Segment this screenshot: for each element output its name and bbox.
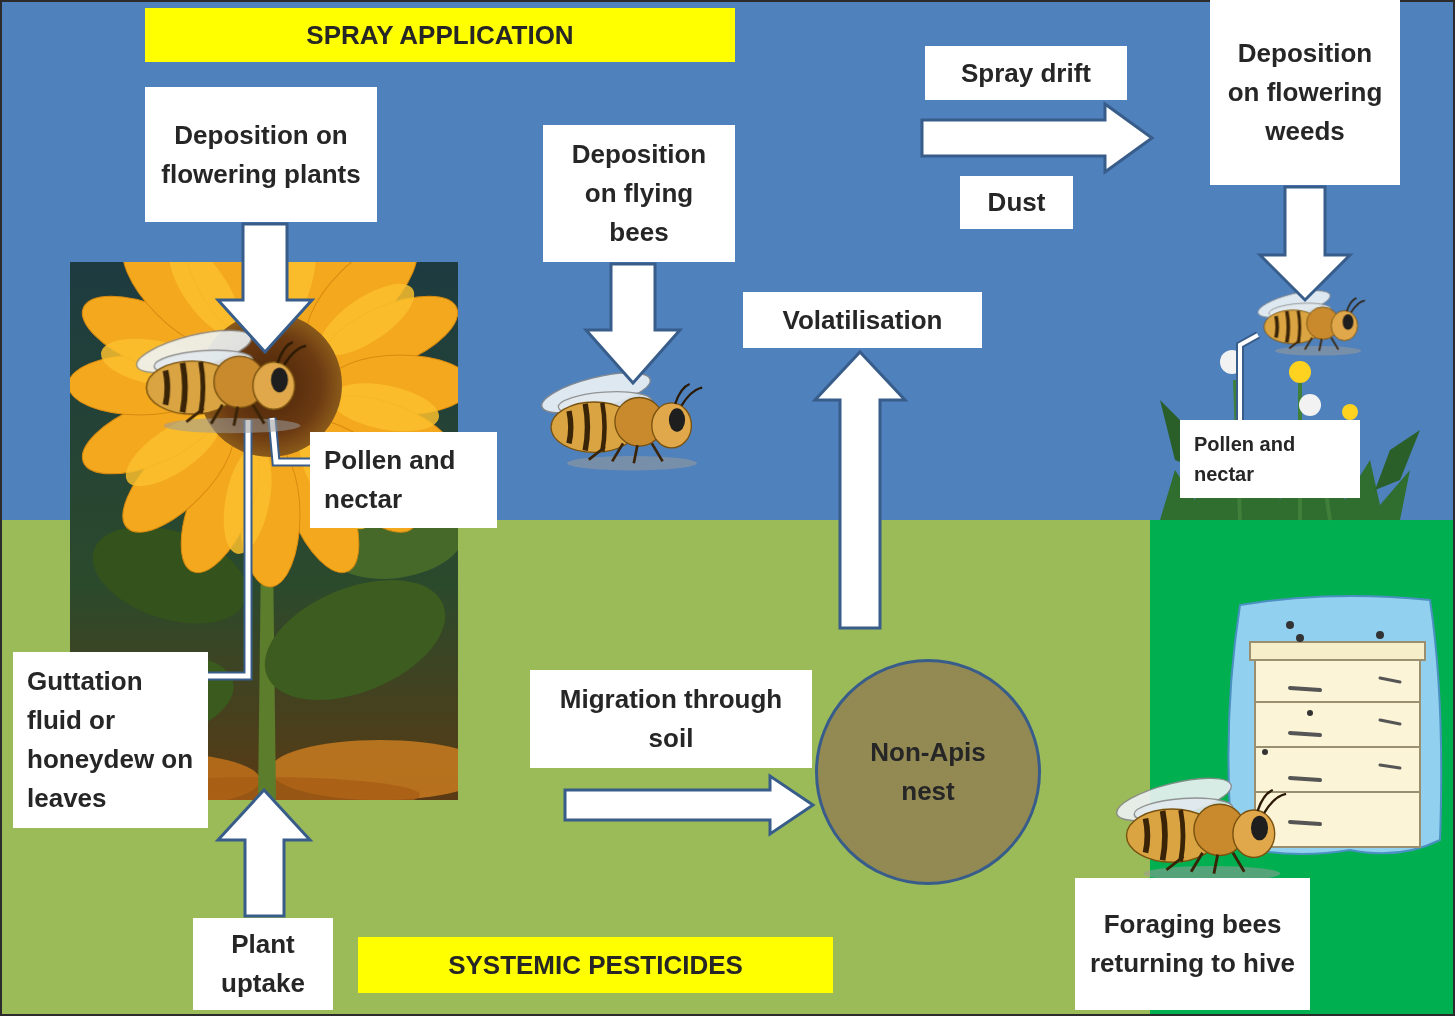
node-text: Spray drift [939, 54, 1113, 93]
block-arrows [218, 104, 1350, 916]
node-text: Deposition on flowering plants [159, 116, 363, 194]
pathway-box: Pollen and nectar [310, 432, 497, 528]
node-text: Migration through soil [544, 680, 798, 758]
pathway-box: Deposition on flowering weeds [1210, 0, 1400, 185]
node-text: SYSTEMIC PESTICIDES [372, 946, 819, 985]
pathway-box: Migration through soil [530, 670, 812, 768]
pathway-box: Dust [960, 176, 1073, 229]
bee-figure [1113, 770, 1286, 882]
node-text: Pollen and nectar [1194, 429, 1346, 489]
pathway-box: Foraging bees returning to hive [1075, 878, 1310, 1010]
pathway-box: Deposition on flying bees [543, 125, 735, 262]
pathway-box: Volatilisation [743, 292, 982, 348]
leader-lines [208, 335, 1258, 676]
node-text: Plant uptake [207, 925, 319, 1003]
node-text: Deposition on flowering weeds [1224, 34, 1386, 151]
pathway-box: Guttation fluid or honeydew on leaves [13, 652, 208, 828]
pathway-box: Plant uptake [193, 918, 333, 1010]
node-text: Pollen and nectar [324, 441, 483, 519]
node-text: Deposition on flying bees [557, 135, 721, 252]
pathway-box: Deposition on flowering plants [145, 87, 377, 222]
node-text: Dust [974, 183, 1059, 222]
bee-figure [538, 365, 702, 471]
weed-plant [1160, 350, 1420, 520]
node-text: Volatilisation [757, 301, 968, 340]
bee-figure [133, 322, 306, 434]
section-label: SYSTEMIC PESTICIDES [358, 937, 833, 993]
pathway-box: Pollen and nectar [1180, 420, 1360, 498]
pathway-box: Spray drift [925, 46, 1127, 100]
node-text: Guttation fluid or honeydew on leaves [27, 662, 194, 818]
node-text: Foraging bees returning to hive [1089, 905, 1296, 983]
section-label: SPRAY APPLICATION [145, 8, 735, 62]
nest-circle: Non-Apis nest [815, 659, 1041, 885]
node-text: Non-Apis nest [848, 733, 1008, 811]
node-text: SPRAY APPLICATION [159, 16, 721, 55]
